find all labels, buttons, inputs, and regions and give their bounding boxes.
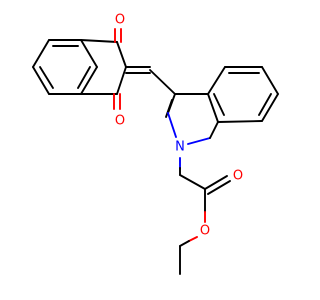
indanedione-benzene-ring [32, 39, 98, 95]
ester-carbonyl-oxygen: O [233, 169, 243, 184]
methylidene-bridge [125, 66, 176, 95]
indanedione-five-ring [80, 39, 127, 95]
ketone-bottom-oxygen: O [115, 114, 125, 129]
ketone-top-oxygen: O [115, 13, 125, 28]
ester-ether-oxygen: O [200, 224, 210, 239]
indole-benzene-ring [207, 66, 279, 123]
ethyl-acetate-side-chain [179, 157, 231, 275]
indole-nitrogen: N [175, 140, 185, 155]
indole-pyrrole-ring [165, 93, 219, 145]
molecule-structure: O O N O O [32, 13, 279, 275]
ketone-double-bonds [113, 28, 122, 110]
